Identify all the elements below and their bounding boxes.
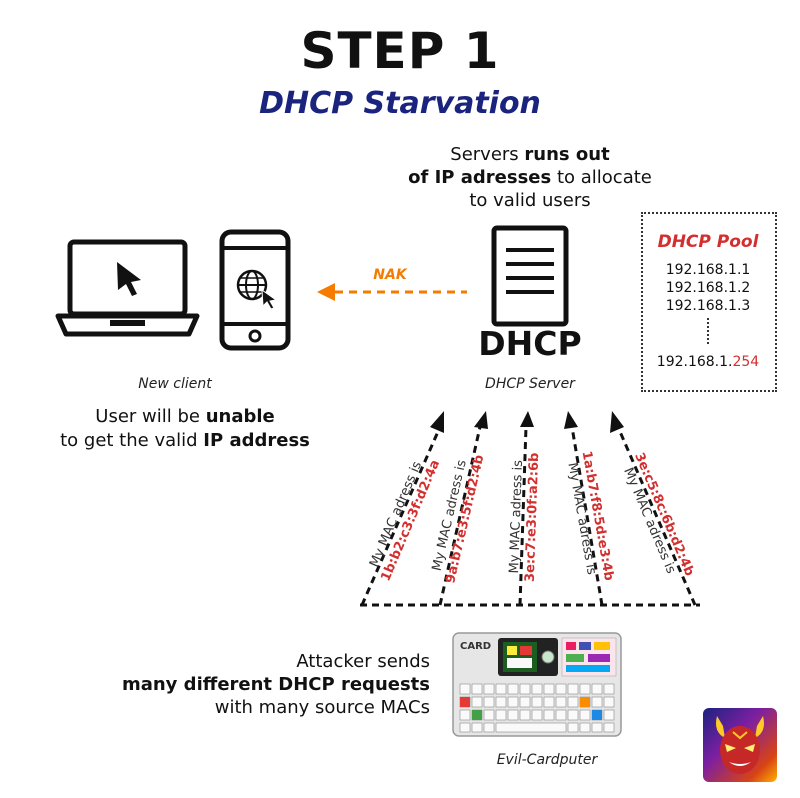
mac-label-5: 3e:c5:8c:6b:d2:4b My MAC adress is: [620, 451, 697, 579]
mac-arrow: [518, 411, 534, 606]
cursor-icon: [261, 288, 278, 310]
attacker-caption-text: with many source MACs: [214, 697, 430, 718]
device-text: CARD: [460, 641, 491, 652]
dhcp-pool-title: DHCP Pool: [657, 232, 759, 252]
pool-ellipsis-line: [707, 318, 709, 344]
client-label: New client: [138, 376, 212, 392]
mac-arrow: [360, 411, 444, 606]
client-caption-text: User will be: [95, 406, 206, 427]
server-caption-bold: of IP adresses: [408, 167, 552, 188]
server-caption: Servers runs out of IP adresses to alloc…: [360, 143, 700, 212]
server-label: DHCP Server: [485, 376, 575, 392]
mac-request-arrows: My MAC adress is 1b:b2:c3:3f:d2:4a My MA…: [360, 411, 700, 607]
mac-label-text: My MAC adress is: [507, 460, 526, 574]
smartphone-icon: [219, 229, 291, 351]
server-logo-text: DHCP: [478, 324, 581, 363]
mac-label-4: 1a:b7:f8:5d:e3:4b My MAC adress is: [564, 450, 616, 582]
page-title: STEP 1: [300, 22, 500, 80]
client-caption: User will be unable to get the valid IP …: [20, 405, 350, 453]
cursor-icon: [117, 262, 141, 296]
laptop-icon: [55, 239, 200, 337]
attacker-caption: Attacker sends many different DHCP reque…: [90, 650, 430, 719]
pool-ip-suffix: 254: [732, 354, 760, 370]
attacker-label: Evil-Cardputer: [496, 752, 598, 768]
server-caption-text: to allocate: [551, 167, 652, 188]
mac-address: 3e:c7:e3:0f:a2:6b: [523, 452, 543, 582]
devil-avatar-icon: [703, 708, 777, 782]
client-caption-bold: IP address: [203, 430, 310, 451]
mac-arrow: [438, 411, 488, 606]
mac-label-3: My MAC adress is 3e:c7:e3:0f:a2:6b: [507, 452, 542, 582]
pool-ip: 192.168.1.1: [665, 262, 751, 278]
dhcp-pool-box: [641, 212, 777, 392]
mac-arrow: [564, 411, 604, 606]
mac-arrow: [610, 411, 697, 606]
server-caption-bold: runs out: [524, 144, 610, 165]
pool-ip-prefix: 192.168.1.: [656, 354, 733, 370]
nak-label: NAK: [373, 267, 407, 283]
pool-ip-last: 192.168.1.254: [641, 354, 775, 370]
page-subtitle: DHCP Starvation: [259, 86, 541, 121]
nak-arrow: [317, 283, 467, 301]
attacker-caption-bold: many different DHCP requests: [121, 674, 430, 695]
globe-icon: [236, 269, 268, 301]
attacker-caption-text: Attacker sends: [296, 651, 430, 672]
cardputer-device-icon: CARD: [452, 632, 622, 737]
server-icon: DHCP: [478, 225, 582, 363]
client-caption-text: to get the valid: [60, 430, 204, 451]
server-caption-text: Servers: [450, 144, 525, 165]
client-caption-bold: unable: [205, 406, 275, 427]
pool-ip: 192.168.1.2: [665, 280, 751, 296]
pool-ip: 192.168.1.3: [665, 298, 751, 314]
server-caption-text: to valid users: [469, 190, 591, 211]
